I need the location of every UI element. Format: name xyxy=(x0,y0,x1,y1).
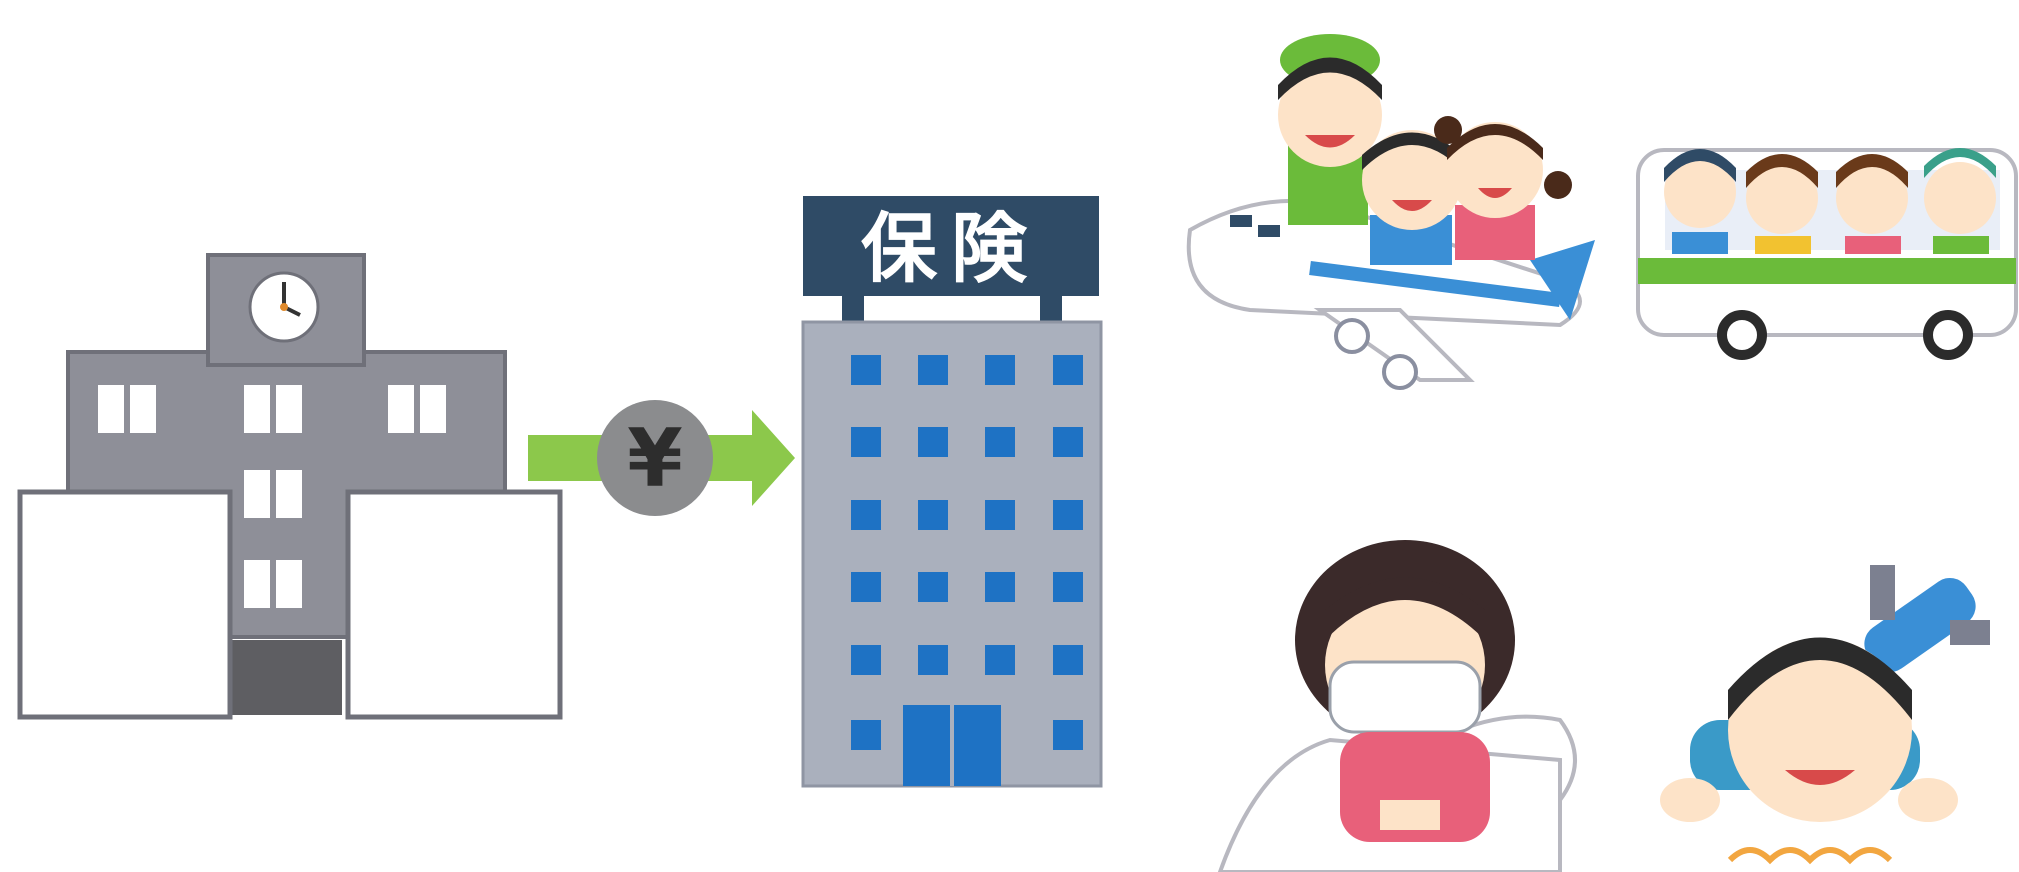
yen-coin-icon: ¥ xyxy=(597,400,713,516)
building-window xyxy=(1053,355,1083,385)
building-window xyxy=(985,645,1015,675)
building-window xyxy=(918,645,948,675)
building-window xyxy=(851,500,881,530)
insurance-sign-label: 保険 xyxy=(861,204,1041,293)
insurance-building-icon: 保険 xyxy=(801,196,1103,788)
building-window xyxy=(985,427,1015,457)
insurance-sign xyxy=(803,196,1099,296)
building-window xyxy=(918,427,948,457)
payment-arrow: ¥ xyxy=(528,400,795,516)
bus-passengers xyxy=(1664,148,1996,254)
building-window xyxy=(851,427,881,457)
building-window xyxy=(918,572,948,602)
face-mask xyxy=(1328,660,1482,734)
building-window xyxy=(1053,427,1083,457)
building-window xyxy=(1053,572,1083,602)
building-window xyxy=(851,355,881,385)
airplane-children-icon xyxy=(1186,34,1595,390)
blank-board-right xyxy=(345,489,563,720)
building-window xyxy=(1053,720,1083,750)
building-window xyxy=(985,572,1015,602)
building-window xyxy=(918,355,948,385)
building-window xyxy=(851,645,881,675)
yen-symbol: ¥ xyxy=(627,412,683,505)
blank-board-left xyxy=(17,489,233,720)
building-windows xyxy=(851,355,1083,750)
bus-children-icon xyxy=(1636,148,2018,360)
school-windows xyxy=(98,385,446,608)
building-window xyxy=(851,720,881,750)
building-window xyxy=(985,500,1015,530)
school-building-icon xyxy=(17,253,563,720)
building-window xyxy=(851,572,881,602)
clock-icon xyxy=(248,271,320,343)
falling-boy-injury-icon xyxy=(1660,565,1990,865)
building-window xyxy=(1053,645,1083,675)
building-window xyxy=(918,500,948,530)
building-window xyxy=(1053,500,1083,530)
building-window xyxy=(985,355,1015,385)
sick-girl-mask-icon xyxy=(1217,540,1577,872)
